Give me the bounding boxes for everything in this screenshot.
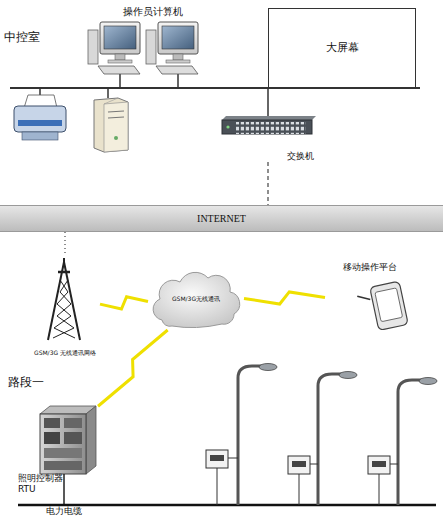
wireless-link: [244, 292, 325, 304]
bus-drop: [107, 88, 109, 98]
network-switch: 交换机: [222, 118, 314, 162]
feeder-wire: [63, 474, 65, 505]
bus-drop: [177, 74, 179, 88]
node-label: 照明控制器 RTU: [18, 473, 72, 495]
wireless-link: [98, 330, 168, 406]
node-label: INTERNET: [197, 213, 246, 225]
lighting-controller: 照明控制器 RTU: [18, 405, 98, 495]
node-label: GSM/3G 无线通讯网络: [34, 349, 96, 356]
network-link: [267, 162, 268, 205]
mobile-device-icon: [356, 281, 408, 333]
node-label: 移动操作平台: [343, 262, 397, 273]
street-light-icon: [288, 372, 357, 506]
node-label: 交换机: [287, 151, 314, 162]
rtu-cabinet-icon: [40, 406, 96, 474]
street-light-icon: [206, 364, 277, 506]
mobile-terminal: 移动操作平台: [325, 262, 415, 332]
bus-drop: [267, 88, 269, 120]
cloud-outline: [153, 272, 240, 327]
bus-drop: [119, 74, 121, 88]
computer-icon: [146, 22, 198, 74]
radio-tower: GSM/3G 无线通讯网络: [30, 256, 100, 356]
region-label: 路段一: [8, 376, 44, 389]
switch-icon: [222, 116, 316, 134]
server-icon: [94, 98, 128, 152]
printer-icon: [14, 95, 66, 140]
region-label: 中控室: [4, 31, 40, 44]
radio-tower-icon: [48, 258, 80, 340]
internet-band: INTERNET: [0, 205, 443, 232]
network-link: [64, 232, 65, 256]
region-label: 电力电缆: [46, 507, 82, 517]
computer-group: 操作员计算机: [85, 6, 220, 78]
node-label: 操作员计算机: [123, 6, 183, 18]
street-light-icon: [368, 378, 437, 506]
node-label: GSM/3G无线通讯: [172, 295, 220, 302]
power-cable-line: [18, 504, 436, 507]
wireless-link: [100, 297, 148, 309]
computer-icon: [88, 22, 140, 74]
wireless-cloud: GSM/3G无线通讯: [148, 268, 244, 330]
node-label: 大屏幕: [326, 41, 359, 54]
display-screen: 大屏幕: [268, 8, 416, 88]
